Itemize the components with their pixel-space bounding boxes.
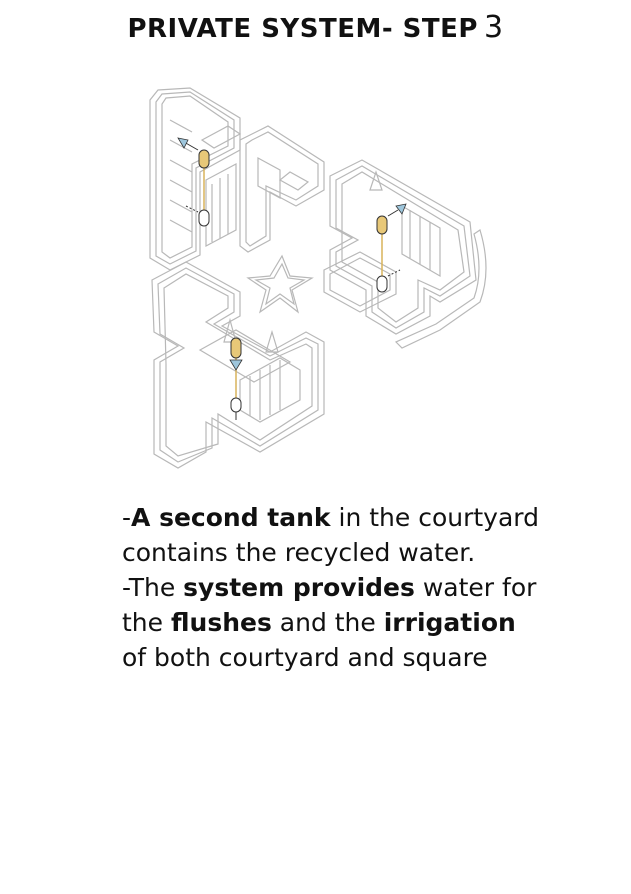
text-water-for: water for the [122, 573, 537, 637]
building-block-top-center [239, 125, 325, 253]
tank-system-bottom [229, 337, 243, 420]
tank-system-top-left [177, 137, 210, 227]
bold-flushes: flushes [170, 608, 272, 637]
tank-system-right [376, 203, 407, 293]
text-dash: - [122, 503, 132, 532]
bold-second-tank: A second tank [131, 503, 331, 532]
bold-irrigation: irrigation [383, 608, 516, 637]
step-number: 3 [483, 10, 504, 45]
text-and-the: and the [271, 608, 384, 637]
central-star-square [246, 254, 314, 314]
bold-system-provides: system provides [183, 573, 415, 602]
building-block-bottom-left [151, 261, 325, 469]
arrow-icon [229, 359, 243, 371]
building-block-right [323, 159, 487, 349]
text-of-both: of both courtyard and square [122, 643, 488, 672]
arrow-icon [395, 203, 407, 215]
text-the: -The [122, 573, 184, 602]
axonometric-diagram [149, 87, 487, 469]
description: -A second tank in the courtyard contains… [122, 500, 542, 675]
text-courtyard: in the courtyard contains the recycled w… [122, 503, 540, 567]
arrow-icon [177, 137, 189, 149]
title-text: PRIVATE SYSTEM- STEP [127, 14, 478, 44]
description-paragraph-1: -A second tank in the courtyard contains… [122, 500, 542, 570]
building-block-top-left [149, 87, 242, 271]
description-paragraph-2: -The system provides water for the flush… [122, 570, 542, 675]
